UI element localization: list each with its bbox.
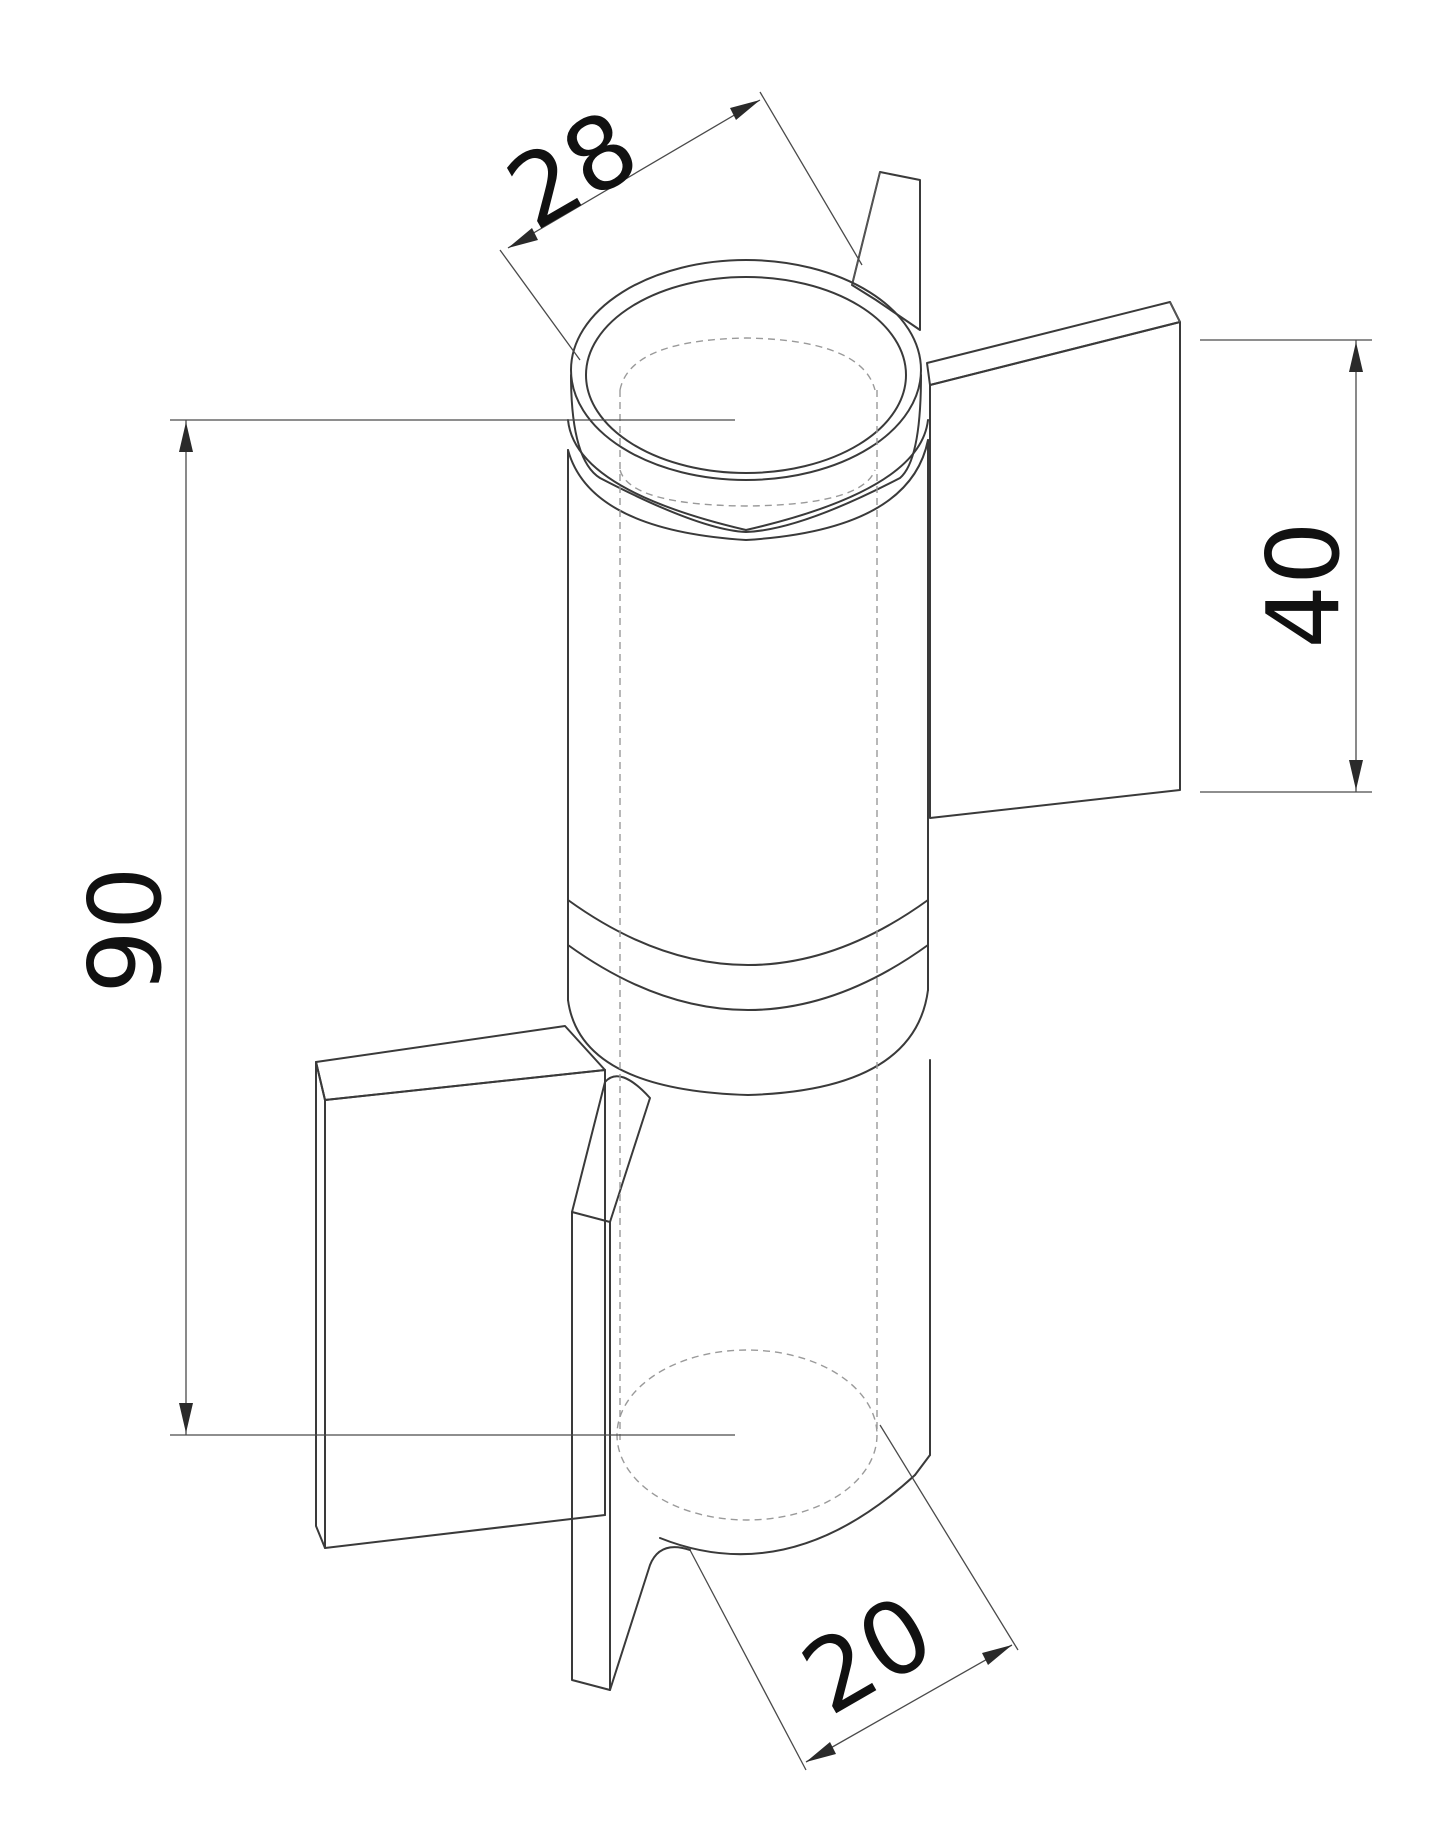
hidden-bore <box>616 337 878 1521</box>
dimension-20: 20 <box>689 1424 1019 1771</box>
dimension-90: 90 <box>67 419 735 1436</box>
dimension-40: 40 <box>1200 339 1372 793</box>
upper-right-flange <box>926 301 1181 819</box>
upper-fin <box>851 171 921 331</box>
main-tube <box>567 439 929 1096</box>
dimension-28: 28 <box>488 88 863 361</box>
lower-tube <box>604 1059 931 1556</box>
dimension-90-label: 90 <box>67 866 184 993</box>
lower-fin <box>571 1075 691 1691</box>
dimension-20-label: 20 <box>783 1573 952 1738</box>
dimension-40-label: 40 <box>1245 521 1362 648</box>
dimension-28-label: 28 <box>488 88 657 253</box>
lower-left-flange <box>315 1025 606 1549</box>
top-rim <box>567 259 929 541</box>
